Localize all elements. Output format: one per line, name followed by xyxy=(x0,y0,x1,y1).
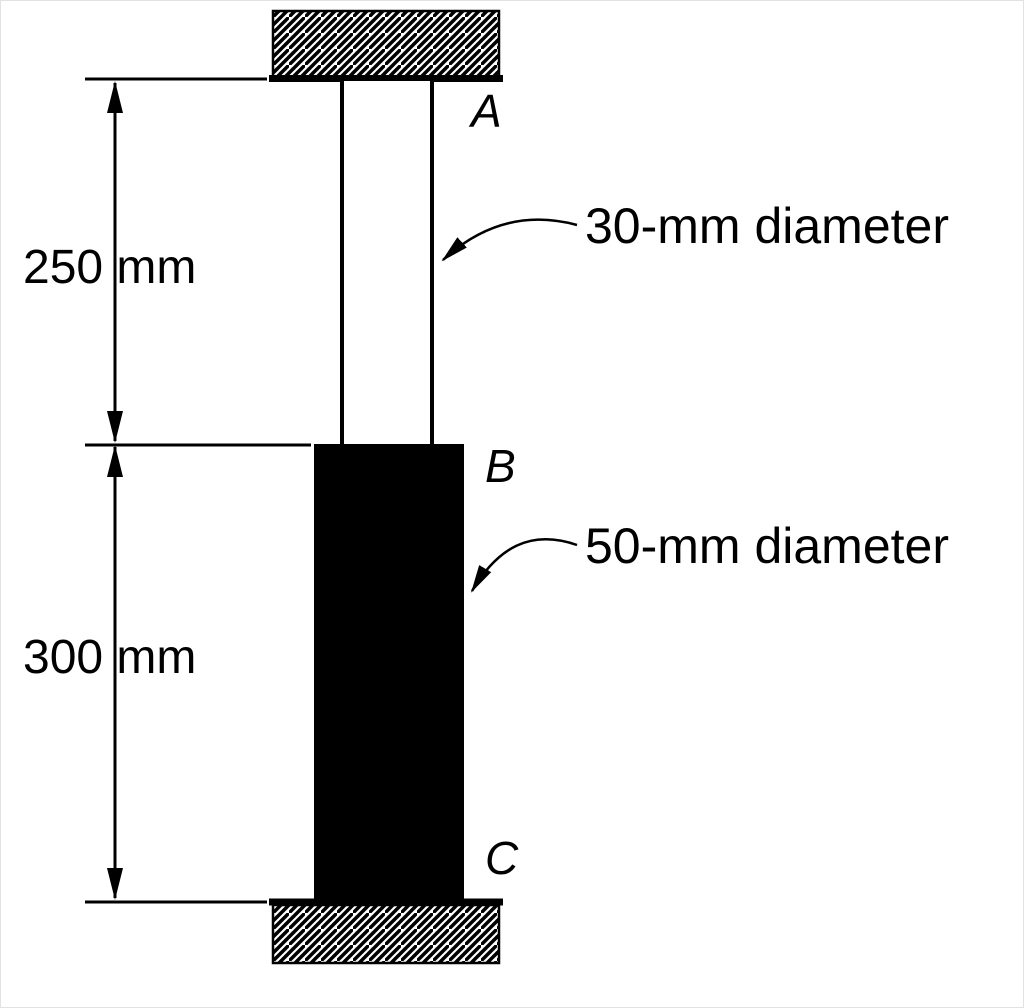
dim-arrow-upper-top xyxy=(107,81,123,113)
upper-rod xyxy=(340,77,434,448)
dim-arrow-lower-top xyxy=(107,445,123,477)
leader-arrow-50mm xyxy=(470,538,578,593)
dim-arrow-lower-bottom xyxy=(107,868,123,900)
annotation-50mm-diameter: 50-mm diameter xyxy=(585,518,949,574)
top-support-hatch xyxy=(271,9,501,79)
bottom-support-hatch xyxy=(271,903,501,965)
dim-arrow-upper-bottom xyxy=(107,411,123,443)
point-label-b: B xyxy=(485,440,516,492)
point-label-a: A xyxy=(468,85,502,137)
dim-label-300mm: 300 mm xyxy=(23,631,196,684)
leader-arrow-30mm xyxy=(441,218,578,262)
annotation-30mm-diameter: 30-mm diameter xyxy=(585,198,949,254)
lower-rod xyxy=(314,444,464,902)
dim-label-250mm: 250 mm xyxy=(23,241,196,294)
point-label-c: C xyxy=(485,832,519,884)
